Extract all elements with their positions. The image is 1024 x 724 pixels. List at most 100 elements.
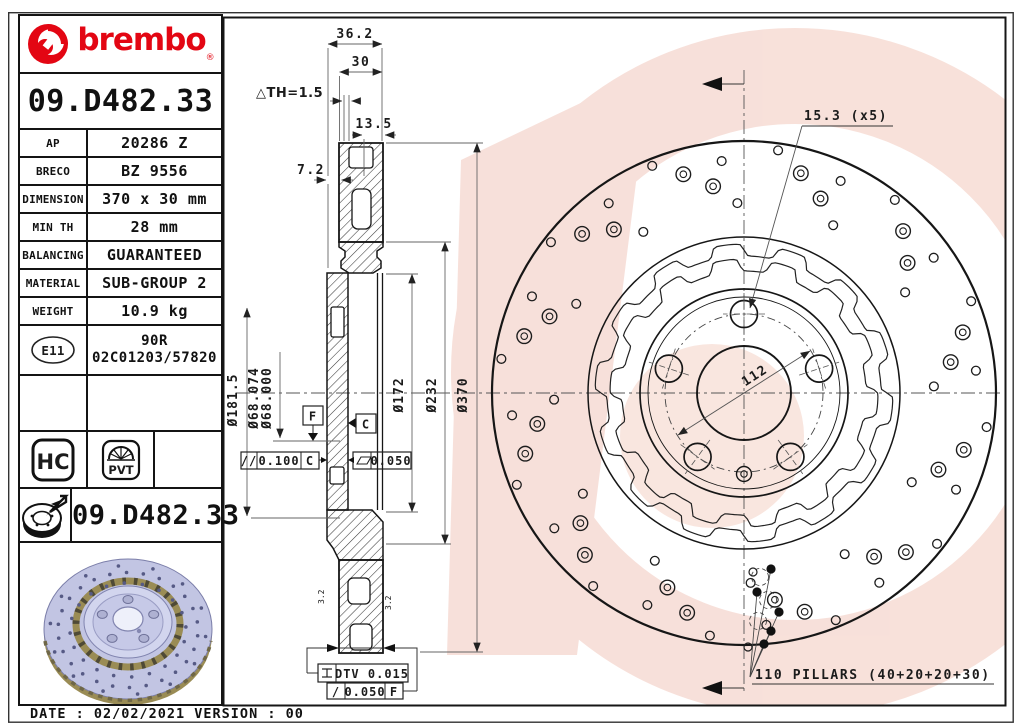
spec-label: MATERIAL xyxy=(20,270,88,296)
footer-date-line: DATE : 02/02/2021 VERSION : 00 xyxy=(30,706,304,722)
dia-outer: Ø370 xyxy=(456,377,471,413)
spec-label: BALANCING xyxy=(20,242,88,268)
dim-band-width: 30 xyxy=(352,55,371,70)
part-number-footer-cell: 09.D482.33 xyxy=(72,489,240,541)
product-photo-cell xyxy=(20,543,221,704)
parallelism-datum: C xyxy=(306,454,314,468)
photo-bolt-holes xyxy=(96,594,160,643)
pillar-markers xyxy=(743,564,784,678)
roughness-right: 3.2 xyxy=(384,595,393,610)
flatness-value: 0.050 xyxy=(370,454,411,468)
section-view xyxy=(326,142,384,654)
spec-value: 20286 Z xyxy=(121,134,188,152)
part-number: 09.D482.33 xyxy=(27,83,214,119)
spec-value: 370 x 30 mm xyxy=(102,190,207,208)
page-border xyxy=(7,11,1014,723)
spec-value: GUARANTEED xyxy=(106,246,203,264)
spacer-row xyxy=(20,376,221,432)
section-view-arrow-top xyxy=(702,77,722,91)
spec-label: BRECO xyxy=(20,158,88,184)
homologation-line1: 90R xyxy=(141,333,168,349)
section-dim-labels: 36.2 30 △TH=1.5 13.5 7.2 Ø181.5 Ø68.074 … xyxy=(226,27,471,610)
spec-sidebar: brembo® 09.D482.33 AP 20286 Z BRECO BZ 9… xyxy=(18,14,239,706)
pvt-badge-cell: PVT xyxy=(88,432,155,487)
brembo-watermark xyxy=(447,28,1005,705)
e11-badge: E11 xyxy=(41,343,64,358)
runout-value: 0.050 xyxy=(344,685,385,699)
empty-badge-cell xyxy=(155,432,221,487)
bolt-hole-dia-label: 15.3 (x5) xyxy=(804,109,888,124)
e11-cell: E11 xyxy=(20,326,88,374)
gdt-frames: F C // 0.100 C 0.050 DTV 0.015 xyxy=(240,405,418,700)
flatness-symbol xyxy=(356,456,372,465)
dtv-symbol xyxy=(322,668,332,678)
spec-value: SUB-GROUP 2 xyxy=(102,274,207,292)
photo-drill-holes xyxy=(48,563,208,696)
spacer-value-cell xyxy=(88,376,221,430)
dia-intermediate: Ø232 xyxy=(425,377,440,413)
hc-badge-cell: HC xyxy=(20,432,88,487)
roughness-left: 3.2 xyxy=(317,589,326,604)
spec-label: MIN TH xyxy=(20,214,88,240)
brand-header: brembo® xyxy=(20,16,221,74)
section-dimensions xyxy=(243,40,483,653)
datum-f-label: F xyxy=(309,410,317,424)
runout-symbol: / xyxy=(332,685,340,699)
hc-badge-icon: HC xyxy=(31,438,75,481)
spec-label: AP xyxy=(20,130,88,156)
spec-label: WEIGHT xyxy=(20,298,88,324)
homologation-row: E11 90R 02C01203/57820 xyxy=(20,326,221,376)
brand-name: brembo xyxy=(77,22,206,58)
brembo-logo-icon xyxy=(28,24,69,64)
drilled-holes xyxy=(496,145,992,641)
dia-hub-flange: Ø181.5 xyxy=(226,374,241,428)
product-photo xyxy=(43,558,213,704)
parallelism-value: 0.100 xyxy=(258,454,299,468)
homologation-value: 90R 02C01203/57820 xyxy=(88,326,221,374)
spec-value: 28 mm xyxy=(130,218,179,236)
part-number-footer-row: 09.D482.33 xyxy=(20,489,239,543)
drawing-frame xyxy=(222,16,1007,707)
spec-row-dimension: DIMENSION 370 x 30 mm xyxy=(20,186,221,214)
brand-wordmark: brembo® xyxy=(77,22,215,64)
spec-label: DIMENSION xyxy=(20,186,88,212)
front-annotations: 15.3 (x5) 112 110 PILLARS (40+20+20+30) xyxy=(677,77,994,695)
spec-row-balancing: BALANCING GUARANTEED xyxy=(20,242,221,270)
dia-inner: Ø172 xyxy=(392,377,407,413)
pillars-label: 110 PILLARS (40+20+20+30) xyxy=(755,668,991,683)
dim-offset: 7.2 xyxy=(297,163,325,178)
part-number-footer: 09.D482.33 xyxy=(72,499,240,531)
spec-value: BZ 9556 xyxy=(121,162,188,180)
pvt-icon: PVT xyxy=(101,439,140,480)
pvt-text: PVT xyxy=(108,463,133,477)
dim-overall-width: 36.2 xyxy=(336,27,373,42)
section-view-arrow-bottom xyxy=(702,681,722,695)
homologation-line2: 02C01203/57820 xyxy=(91,350,217,366)
dia-bore-min: Ø68.000 xyxy=(260,367,275,430)
registered-mark: ® xyxy=(205,53,215,63)
badge-row: HC PVT xyxy=(20,432,221,489)
spec-row-ap: AP 20286 Z xyxy=(20,130,221,158)
spec-row-material: MATERIAL SUB-GROUP 2 xyxy=(20,270,221,298)
spec-row-breco: BRECO BZ 9556 xyxy=(20,158,221,186)
parallelism-symbol: // xyxy=(241,454,257,468)
hub-scallop-ring xyxy=(594,243,894,543)
front-view xyxy=(490,139,998,647)
dim-min-th: △TH=1.5 xyxy=(256,86,323,101)
spec-row-weight: WEIGHT 10.9 kg xyxy=(20,298,221,326)
bolt-circle xyxy=(664,313,824,473)
disc-icon-cell xyxy=(20,489,72,541)
spec-value: 10.9 kg xyxy=(121,302,188,320)
hc-badge-text: HC xyxy=(37,450,70,474)
spacer-label-cell xyxy=(20,376,88,430)
dia-bore-max: Ø68.074 xyxy=(247,367,262,430)
datum-c-label: C xyxy=(362,418,370,432)
e11-oval-icon: E11 xyxy=(31,336,75,364)
dim-pad-depth: 13.5 xyxy=(355,117,392,132)
dtv-label: DTV 0.015 xyxy=(335,667,409,681)
runout-datum: F xyxy=(390,685,398,699)
part-number-header: 09.D482.33 xyxy=(20,74,221,130)
brake-disc-icon xyxy=(22,494,69,538)
